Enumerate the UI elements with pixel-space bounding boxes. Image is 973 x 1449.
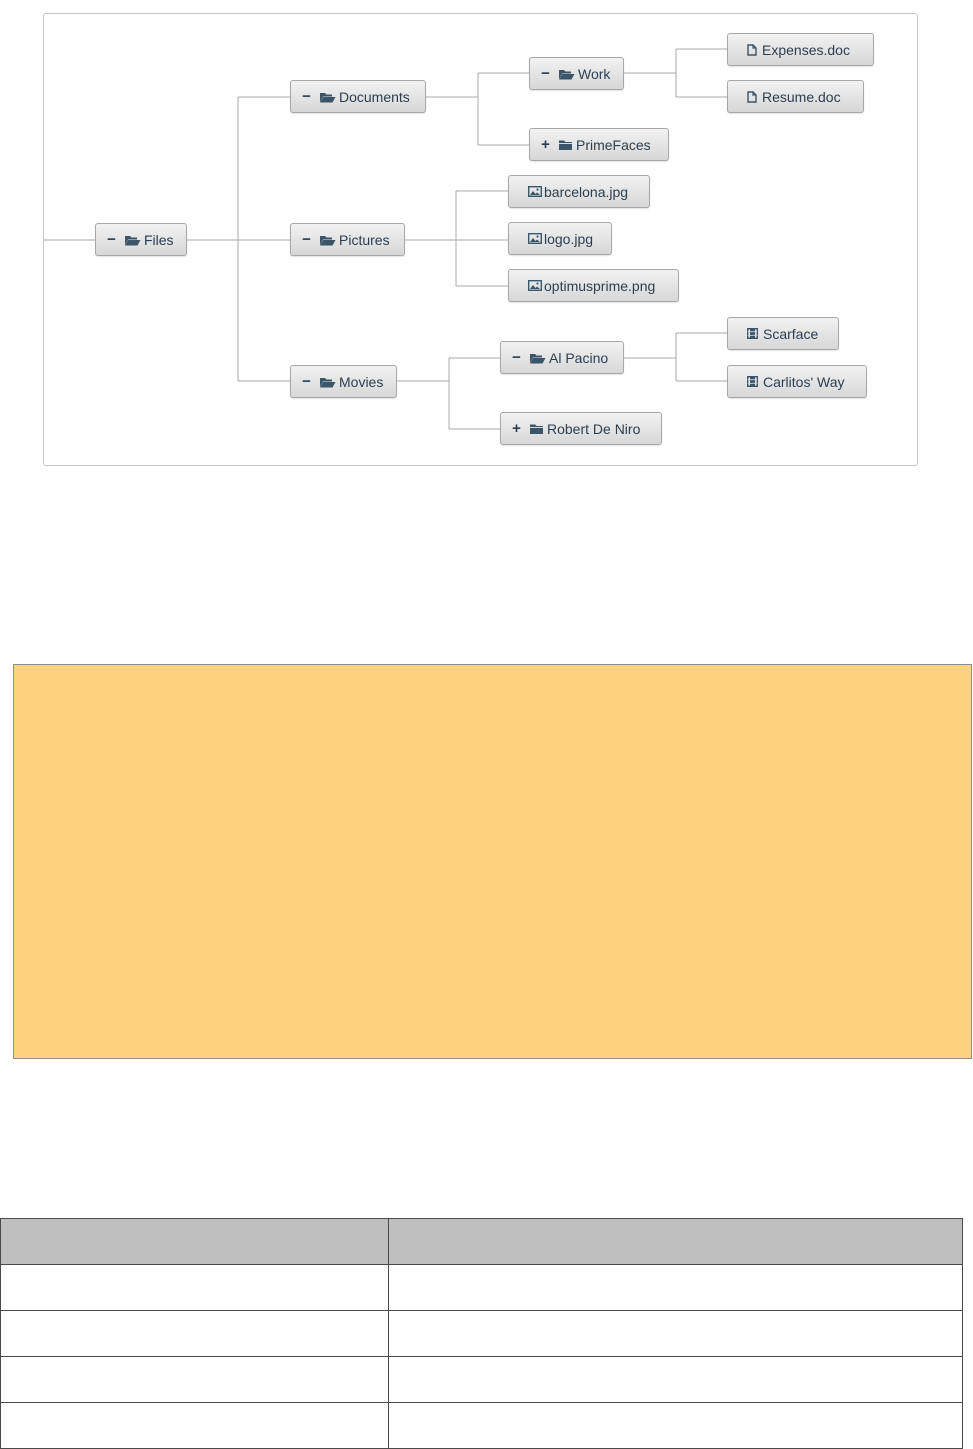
folder-closed-icon xyxy=(529,423,544,435)
table-row xyxy=(0,1356,963,1403)
node-label: Carlitos' Way xyxy=(763,373,845,390)
picture-icon xyxy=(528,280,542,291)
picture-icon xyxy=(528,186,542,197)
expand-toggle[interactable]: + xyxy=(541,136,550,153)
node-label: PrimeFaces xyxy=(576,136,651,153)
node-label: Robert De Niro xyxy=(547,420,641,437)
table-cell xyxy=(0,1310,389,1357)
table-row xyxy=(0,1264,963,1311)
tree-node-files[interactable]: − Files xyxy=(95,223,187,256)
film-icon xyxy=(747,328,758,339)
column-header xyxy=(388,1218,963,1265)
table-cell xyxy=(0,1356,389,1403)
tree-node-robert-de-niro[interactable]: + Robert De Niro xyxy=(500,412,662,445)
collapse-toggle[interactable]: − xyxy=(302,231,311,248)
folder-open-icon xyxy=(319,91,336,103)
picture-icon xyxy=(528,233,542,244)
folder-open-icon xyxy=(529,352,546,364)
tree-node-documents[interactable]: − Documents xyxy=(290,80,426,113)
tree-node-al-pacino[interactable]: − Al Pacino xyxy=(500,341,624,374)
tree-node-movies[interactable]: − Movies xyxy=(290,365,397,398)
node-label: logo.jpg xyxy=(544,230,594,247)
collapse-toggle[interactable]: − xyxy=(302,373,311,390)
table-cell xyxy=(388,1264,963,1311)
column-header xyxy=(0,1218,389,1265)
tree-node-resume-doc[interactable]: Resume.doc xyxy=(727,80,864,113)
highlight-panel xyxy=(13,664,972,1059)
tree-node-logo-jpg[interactable]: logo.jpg xyxy=(508,222,612,255)
folder-open-icon xyxy=(558,68,575,80)
tree-node-scarface[interactable]: Scarface xyxy=(727,317,839,350)
node-label: Files xyxy=(144,231,174,248)
tree-node-barcelona-jpg[interactable]: barcelona.jpg xyxy=(508,175,650,208)
collapse-toggle[interactable]: − xyxy=(541,65,550,82)
collapse-toggle[interactable]: − xyxy=(302,88,311,105)
folder-open-icon xyxy=(124,234,141,246)
node-label: Resume.doc xyxy=(762,88,841,105)
table-row xyxy=(0,1310,963,1357)
document-icon xyxy=(747,43,757,56)
tree-node-carlitos-way[interactable]: Carlitos' Way xyxy=(727,365,867,398)
node-label: Documents xyxy=(339,88,410,105)
table-cell xyxy=(0,1264,389,1311)
collapse-toggle[interactable]: − xyxy=(512,349,521,366)
table-cell xyxy=(388,1402,963,1449)
node-label: Expenses.doc xyxy=(762,41,850,58)
film-icon xyxy=(747,376,758,387)
node-label: Pictures xyxy=(339,231,390,248)
document-icon xyxy=(747,90,757,103)
tree-node-primefaces[interactable]: + PrimeFaces xyxy=(529,128,669,161)
node-label: Al Pacino xyxy=(549,349,609,366)
node-label: Scarface xyxy=(763,325,819,342)
folder-open-icon xyxy=(319,376,336,388)
expand-toggle[interactable]: + xyxy=(512,420,521,437)
table-cell xyxy=(0,1402,389,1449)
table-cell xyxy=(388,1310,963,1357)
table-row xyxy=(0,1402,963,1449)
tree-node-optimusprime-png[interactable]: optimusprime.png xyxy=(508,269,679,302)
node-label: barcelona.jpg xyxy=(544,183,629,200)
tree-node-expenses-doc[interactable]: Expenses.doc xyxy=(727,33,874,66)
folder-open-icon xyxy=(319,234,336,246)
tree-node-pictures[interactable]: − Pictures xyxy=(290,223,405,256)
tree-node-work[interactable]: − Work xyxy=(529,57,624,90)
node-label: Work xyxy=(578,65,611,82)
table-cell xyxy=(388,1356,963,1403)
data-table xyxy=(0,1218,963,1449)
node-label: Movies xyxy=(339,373,384,390)
node-label: optimusprime.png xyxy=(544,277,656,294)
table-header-row xyxy=(0,1218,963,1265)
collapse-toggle[interactable]: − xyxy=(107,231,116,248)
folder-closed-icon xyxy=(558,139,573,151)
